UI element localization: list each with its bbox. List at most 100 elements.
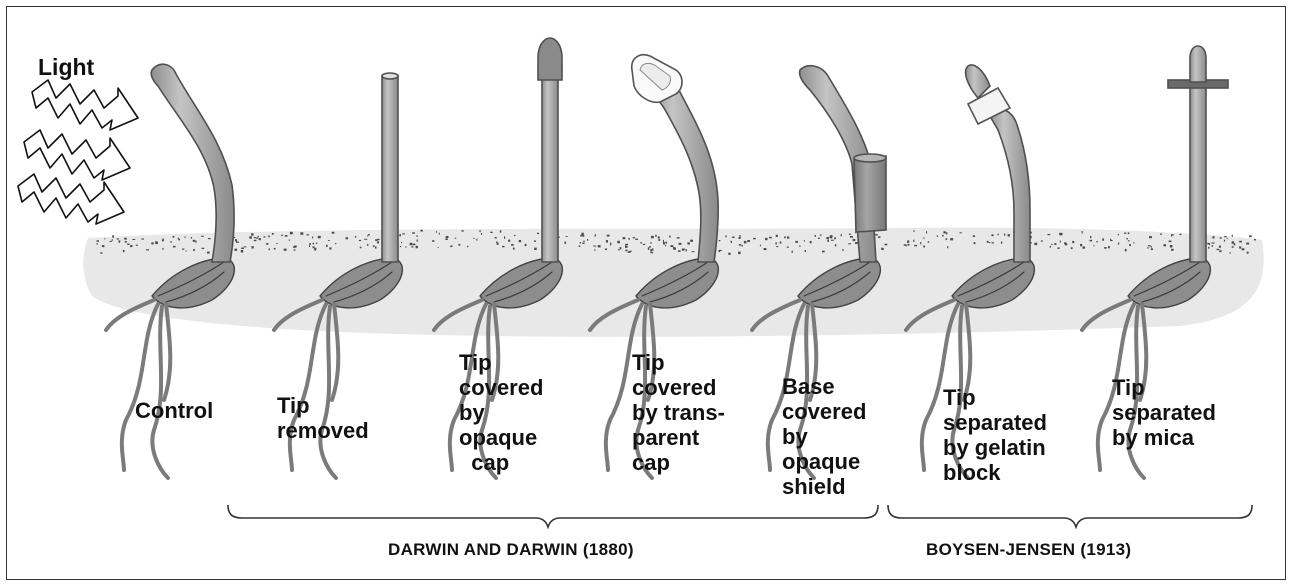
- soil-speck: [882, 248, 884, 250]
- soil-speck: [400, 246, 401, 247]
- soil-speck: [411, 246, 413, 247]
- label-gelatin: Tip separated by gelatin block: [943, 385, 1047, 485]
- soil-speck: [272, 233, 274, 235]
- light-label: Light: [38, 55, 94, 80]
- soil-speck: [1125, 249, 1127, 251]
- soil-speck: [1129, 244, 1131, 246]
- group-label-darwin: DARWIN AND DARWIN (1880): [388, 540, 634, 560]
- soil-speck: [439, 233, 440, 235]
- soil-speck: [112, 235, 114, 237]
- soil-speck: [364, 239, 367, 240]
- soil-speck: [805, 250, 806, 252]
- soil-speck: [289, 240, 290, 241]
- soil-speck: [1060, 241, 1061, 243]
- soil-speck: [368, 234, 370, 235]
- soil-speck: [312, 237, 313, 239]
- soil-speck: [173, 236, 175, 238]
- soil-speck: [269, 248, 270, 250]
- soil-speck: [818, 238, 820, 239]
- soil-speck: [117, 238, 119, 239]
- soil-speck: [625, 250, 627, 252]
- soil-speck: [355, 236, 356, 238]
- soil-speck: [413, 244, 416, 246]
- soil-speck: [367, 235, 368, 236]
- soil-speck: [155, 241, 157, 244]
- soil-speck: [920, 242, 921, 244]
- soil-speck: [377, 241, 379, 243]
- soil-speck: [1128, 232, 1130, 234]
- soil-speck: [810, 241, 812, 243]
- soil-speck: [235, 249, 238, 251]
- soil-speck: [259, 238, 261, 240]
- soil-speck: [582, 235, 584, 237]
- soil-speck: [1110, 240, 1112, 241]
- soil-speck: [1082, 231, 1083, 233]
- soil-speck: [826, 237, 829, 239]
- soil-speck: [508, 240, 510, 242]
- soil-speck: [1208, 247, 1209, 249]
- soil-speck: [412, 232, 415, 233]
- soil-speck: [937, 235, 938, 237]
- soil-speck: [1220, 237, 1222, 238]
- soil-speck: [399, 234, 401, 236]
- soil-speck: [841, 234, 842, 236]
- soil-speck: [904, 244, 907, 245]
- soil-speck: [236, 242, 239, 243]
- soil-speck: [367, 244, 368, 246]
- light-arrow-2: [24, 130, 130, 180]
- soil-speck: [686, 249, 687, 251]
- soil-speck: [628, 238, 630, 240]
- soil-speck: [316, 243, 318, 244]
- gelatin-tip: [966, 65, 990, 98]
- soil-speck: [309, 245, 310, 247]
- soil-speck: [1148, 245, 1151, 246]
- soil-speck: [835, 244, 836, 246]
- label-control: Control: [135, 398, 213, 423]
- soil-speck: [127, 244, 130, 245]
- soil-speck: [195, 241, 196, 243]
- soil-speck: [959, 232, 961, 233]
- soil-speck: [1060, 233, 1063, 236]
- soil-speck: [1151, 248, 1153, 250]
- soil-speck: [764, 248, 767, 250]
- soil-speck: [663, 240, 664, 242]
- soil-speck: [640, 242, 642, 243]
- soil-speck: [855, 242, 858, 244]
- soil-speck: [1096, 241, 1098, 242]
- soil-speck: [946, 238, 948, 240]
- soil-speck: [1071, 247, 1073, 249]
- soil-speck: [787, 237, 789, 239]
- soil-speck: [123, 250, 125, 252]
- light-arrows: [18, 80, 138, 224]
- soil-speck: [623, 237, 626, 239]
- soil-speck: [281, 235, 283, 236]
- soil-speck: [731, 241, 732, 243]
- soil-speck: [290, 232, 293, 235]
- soil-speck: [1151, 246, 1152, 247]
- label-transparent-cap: Tip covered by trans- parent cap: [632, 350, 725, 475]
- seedling-stems: [151, 38, 1228, 262]
- soil-speck: [313, 243, 315, 245]
- soil-speck: [375, 247, 377, 249]
- soil-speck: [760, 245, 761, 247]
- soil-speck: [346, 237, 348, 239]
- soil-speck: [500, 230, 502, 232]
- soil-speck: [742, 245, 743, 247]
- soil-speck: [992, 242, 994, 243]
- soil-speck: [467, 246, 468, 247]
- soil-speck: [473, 238, 474, 239]
- soil-speck: [673, 247, 675, 249]
- soil-speck: [124, 238, 126, 240]
- soil-speck: [207, 252, 210, 254]
- soil-speck: [202, 248, 205, 249]
- soil-speck: [401, 242, 402, 243]
- soil-speck: [583, 241, 585, 242]
- soil-speck: [776, 246, 778, 247]
- soil-speck: [1118, 243, 1119, 245]
- soil-speck: [490, 232, 492, 233]
- soil-speck: [1008, 234, 1010, 236]
- soil-speck: [1128, 240, 1130, 241]
- soil-speck: [926, 231, 927, 233]
- soil-speck: [537, 233, 539, 234]
